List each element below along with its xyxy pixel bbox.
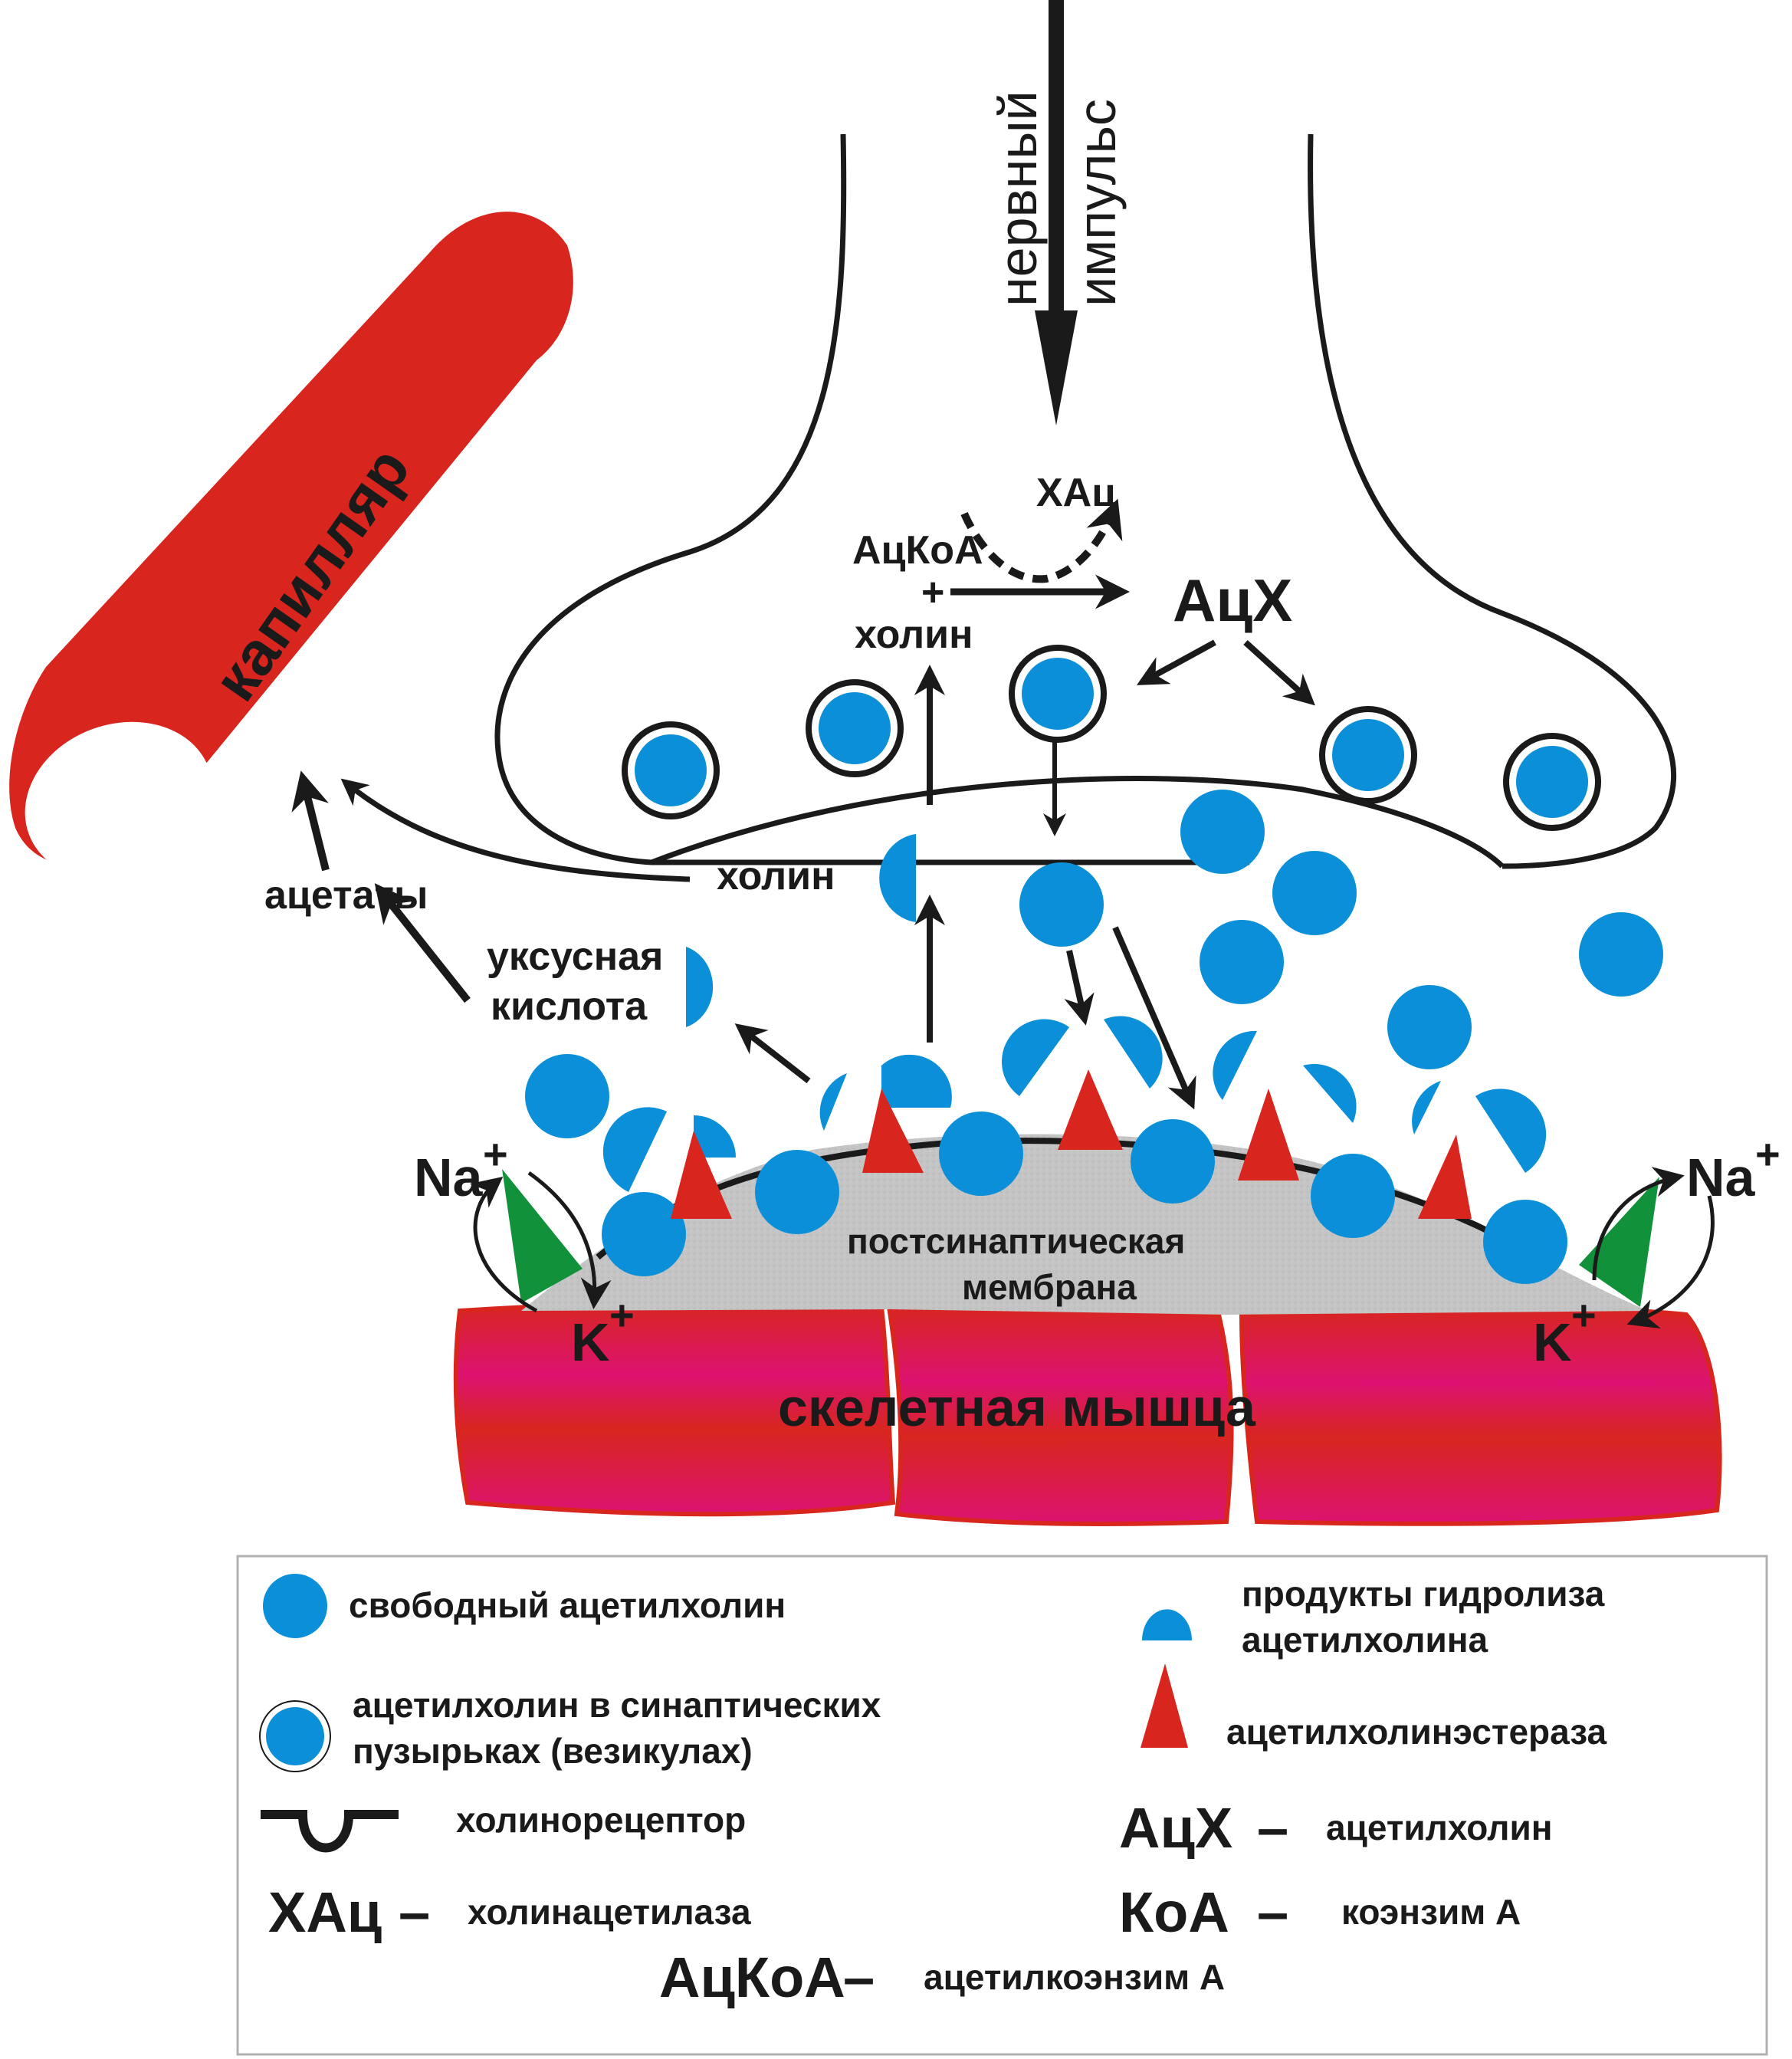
legend-meaning-acoa: ацетилкоэнзим А <box>924 1957 1225 1997</box>
choline-label-cleft: холин <box>717 854 835 898</box>
na-label-left: Na <box>414 1148 484 1207</box>
postsynaptic-label-1: постсинаптическая <box>847 1221 1185 1261</box>
legend-dash-chat: – <box>399 1880 430 1944</box>
legend-free-ach: свободный ацетилхолин <box>349 1585 786 1625</box>
chat-enzyme-label: ХАц <box>1036 471 1116 515</box>
legend-meaning-ach: ацетилхолин <box>1326 1808 1553 1847</box>
acetic-acid-label-2: кислота <box>491 984 648 1029</box>
legend-hydrolysis-2: ацетилхолина <box>1242 1620 1488 1660</box>
legend-dash-coa: – <box>1257 1880 1288 1944</box>
legend-free-ach-icon <box>263 1574 327 1638</box>
legend-abbr-ach: АцХ <box>1119 1796 1232 1860</box>
legend-receptor: холинорецептор <box>456 1800 746 1840</box>
k-label-left: K <box>571 1312 610 1372</box>
legend-ache: ацетилхолинэстераза <box>1226 1712 1607 1752</box>
legend-dash-acoa: – <box>843 1946 875 2009</box>
legend: свободный ацетилхолин ацетилхолин в сина… <box>236 1555 1768 2056</box>
ach-label: АцХ <box>1173 566 1292 634</box>
acetic-acid-label-1: уксусная <box>487 934 663 979</box>
free-acetylcholine <box>525 790 1663 1138</box>
presynaptic-membrane <box>650 776 1505 869</box>
chat-dashed-arrow <box>960 498 1123 583</box>
legend-vesicle-ach-1: ацетилхолин в синаптических <box>353 1685 881 1725</box>
choline-half <box>879 834 916 922</box>
muscle-label: скелетная мышца <box>778 1378 1256 1437</box>
nerve-impulse-arrow <box>1035 0 1078 425</box>
vesicle <box>1319 706 1417 804</box>
capillary <box>9 212 573 881</box>
nerve-impulse-label-1: нервный <box>988 90 1048 307</box>
legend-abbr-acoa: АцКоА <box>659 1946 845 2009</box>
legend-receptor-icon <box>261 1810 399 1853</box>
k-plus-right: + <box>1571 1291 1597 1339</box>
vesicle <box>806 679 904 777</box>
na-label-right: Na <box>1686 1148 1756 1207</box>
hydrolysis-products <box>602 1016 1547 1192</box>
vesicle <box>1009 645 1107 743</box>
nerve-impulse-label-2: импульс <box>1067 99 1127 307</box>
skeletal-muscle <box>453 1299 1722 1526</box>
legend-meaning-chat: холинацетилаза <box>468 1892 751 1932</box>
k-plus-left: + <box>609 1291 635 1339</box>
legend-abbr-chat: ХАц <box>268 1880 382 1944</box>
synaptic-vesicles <box>622 645 1601 831</box>
acetyl-coa-label: АцКоА <box>852 528 983 573</box>
legend-abbr-coa: КоА <box>1119 1880 1229 1944</box>
presynaptic-terminal <box>494 133 1249 865</box>
acetic-acid-half <box>686 947 714 1027</box>
receptors-bound <box>602 1112 1567 1284</box>
acetates-label: ацетаты <box>264 873 428 918</box>
legend-hydrolysis-1: продукты гидролиза <box>1242 1574 1605 1614</box>
ion-channel-right <box>1579 1177 1659 1307</box>
legend-hydrolysis-icon <box>1142 1609 1192 1640</box>
vesicle <box>1503 733 1601 831</box>
legend-ache-icon <box>1141 1663 1188 1748</box>
choline-label-top: холин <box>855 612 973 657</box>
na-plus-left: + <box>483 1130 508 1178</box>
vesicle <box>622 721 720 819</box>
legend-dash-ach: – <box>1257 1796 1288 1860</box>
acetylcholinesterase <box>671 1069 1472 1219</box>
plus-label: + <box>921 570 944 615</box>
na-plus-right: + <box>1755 1130 1781 1178</box>
postsynaptic-label-2: мембрана <box>962 1267 1137 1307</box>
k-label-right: K <box>1533 1312 1572 1372</box>
legend-vesicle-ach-2: пузырьках (везикулах) <box>353 1731 753 1771</box>
ion-channel-left <box>502 1169 583 1303</box>
legend-meaning-coa: коэнзим А <box>1341 1892 1521 1932</box>
